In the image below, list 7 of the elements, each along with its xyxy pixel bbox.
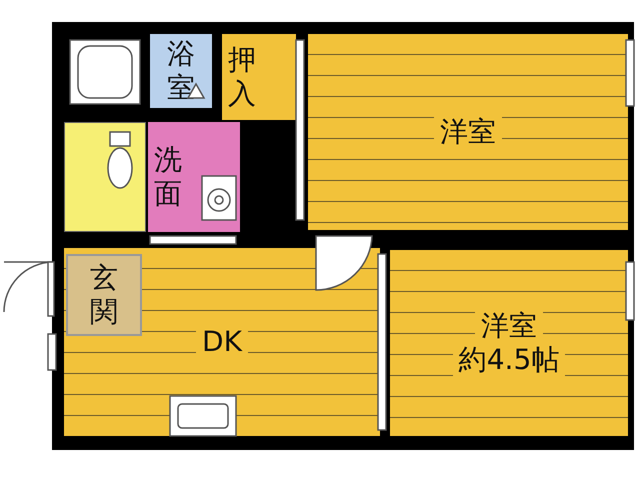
closet <box>222 34 296 120</box>
entrance <box>66 254 142 336</box>
room-label: 約4.5帖 <box>452 343 566 377</box>
dining-kitchen <box>64 248 380 436</box>
bedroom <box>308 34 628 230</box>
bedroom <box>390 250 628 436</box>
bathroom <box>150 34 212 108</box>
